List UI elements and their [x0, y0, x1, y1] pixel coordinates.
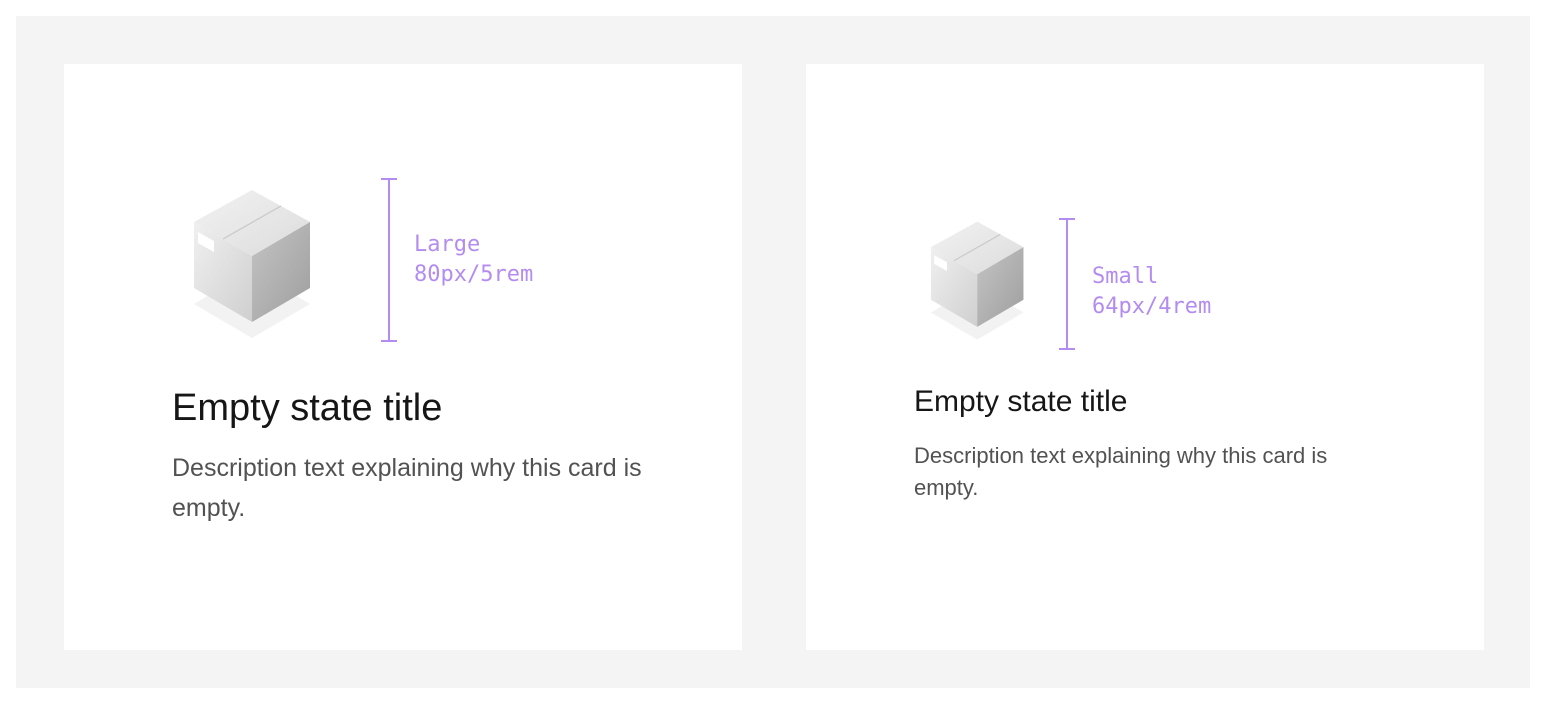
size-indicator	[381, 178, 397, 342]
size-name: Small	[1092, 264, 1159, 289]
empty-state-title: Empty state title	[172, 387, 443, 429]
size-annotation: Large 80px/5rem	[414, 230, 533, 290]
box-icon	[194, 190, 310, 338]
empty-state-title: Empty state title	[914, 385, 1128, 418]
empty-state-description: Description text explaining why this car…	[914, 443, 1328, 500]
box-icon	[930, 221, 1024, 340]
specimen-frame: Large 80px/5rem Empty state title Descri…	[16, 16, 1530, 688]
size-indicator	[1059, 218, 1075, 350]
empty-state-card-small: Small 64px/4rem Empty state title Descri…	[806, 64, 1484, 650]
size-value: 80px/5rem	[414, 262, 534, 287]
empty-state-card-large: Large 80px/5rem Empty state title Descri…	[64, 64, 742, 650]
size-annotation: Small 64px/4rem	[1092, 262, 1211, 322]
size-value: 64px/4rem	[1092, 294, 1212, 319]
empty-state-description: Description text explaining why this car…	[172, 454, 642, 522]
size-name: Large	[414, 232, 481, 257]
